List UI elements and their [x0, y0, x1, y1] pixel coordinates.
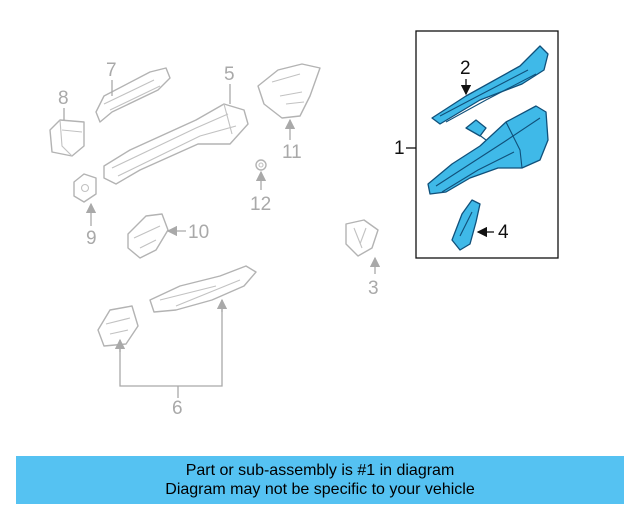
callout-9: 9 — [86, 228, 97, 249]
part-4-bracket[interactable] — [451, 199, 481, 251]
banner-line-1: Part or sub-assembly is #1 in diagram — [185, 462, 455, 479]
banner-line-2: Diagram may not be specific to your vehi… — [165, 481, 475, 498]
callout-3: 3 — [368, 278, 379, 299]
part-2-upper-rail[interactable] — [431, 45, 549, 125]
part-10-bracket[interactable] — [127, 213, 169, 259]
assembly-box — [415, 30, 559, 259]
part-9-plate[interactable] — [73, 173, 97, 203]
callout-8: 8 — [58, 88, 69, 109]
callout-2: 2 — [460, 58, 471, 79]
callout-5: 5 — [224, 64, 235, 85]
callout-6: 6 — [172, 398, 183, 419]
leader-6 — [119, 300, 223, 387]
part-6-reinforcement[interactable] — [97, 265, 257, 347]
callout-1: 1 — [394, 138, 405, 159]
part-12-nut[interactable] — [255, 159, 267, 171]
part-5-frame-rail[interactable] — [103, 103, 249, 185]
callout-11: 11 — [282, 142, 302, 163]
callout-7: 7 — [106, 60, 117, 81]
part-7-rail[interactable] — [95, 67, 171, 123]
part-info-banner: Part or sub-assembly is #1 in diagram Di… — [16, 456, 624, 504]
callout-4: 4 — [498, 222, 509, 243]
part-8-bracket[interactable] — [49, 119, 85, 157]
parts-diagram: 7 8 9 5 11 12 10 3 — [49, 30, 559, 419]
callout-12: 12 — [250, 194, 271, 215]
part-11-bracket[interactable] — [257, 63, 321, 119]
part-1-frame-assembly[interactable] — [427, 105, 549, 195]
callout-10: 10 — [188, 222, 209, 243]
part-3-gusset[interactable] — [345, 219, 379, 257]
